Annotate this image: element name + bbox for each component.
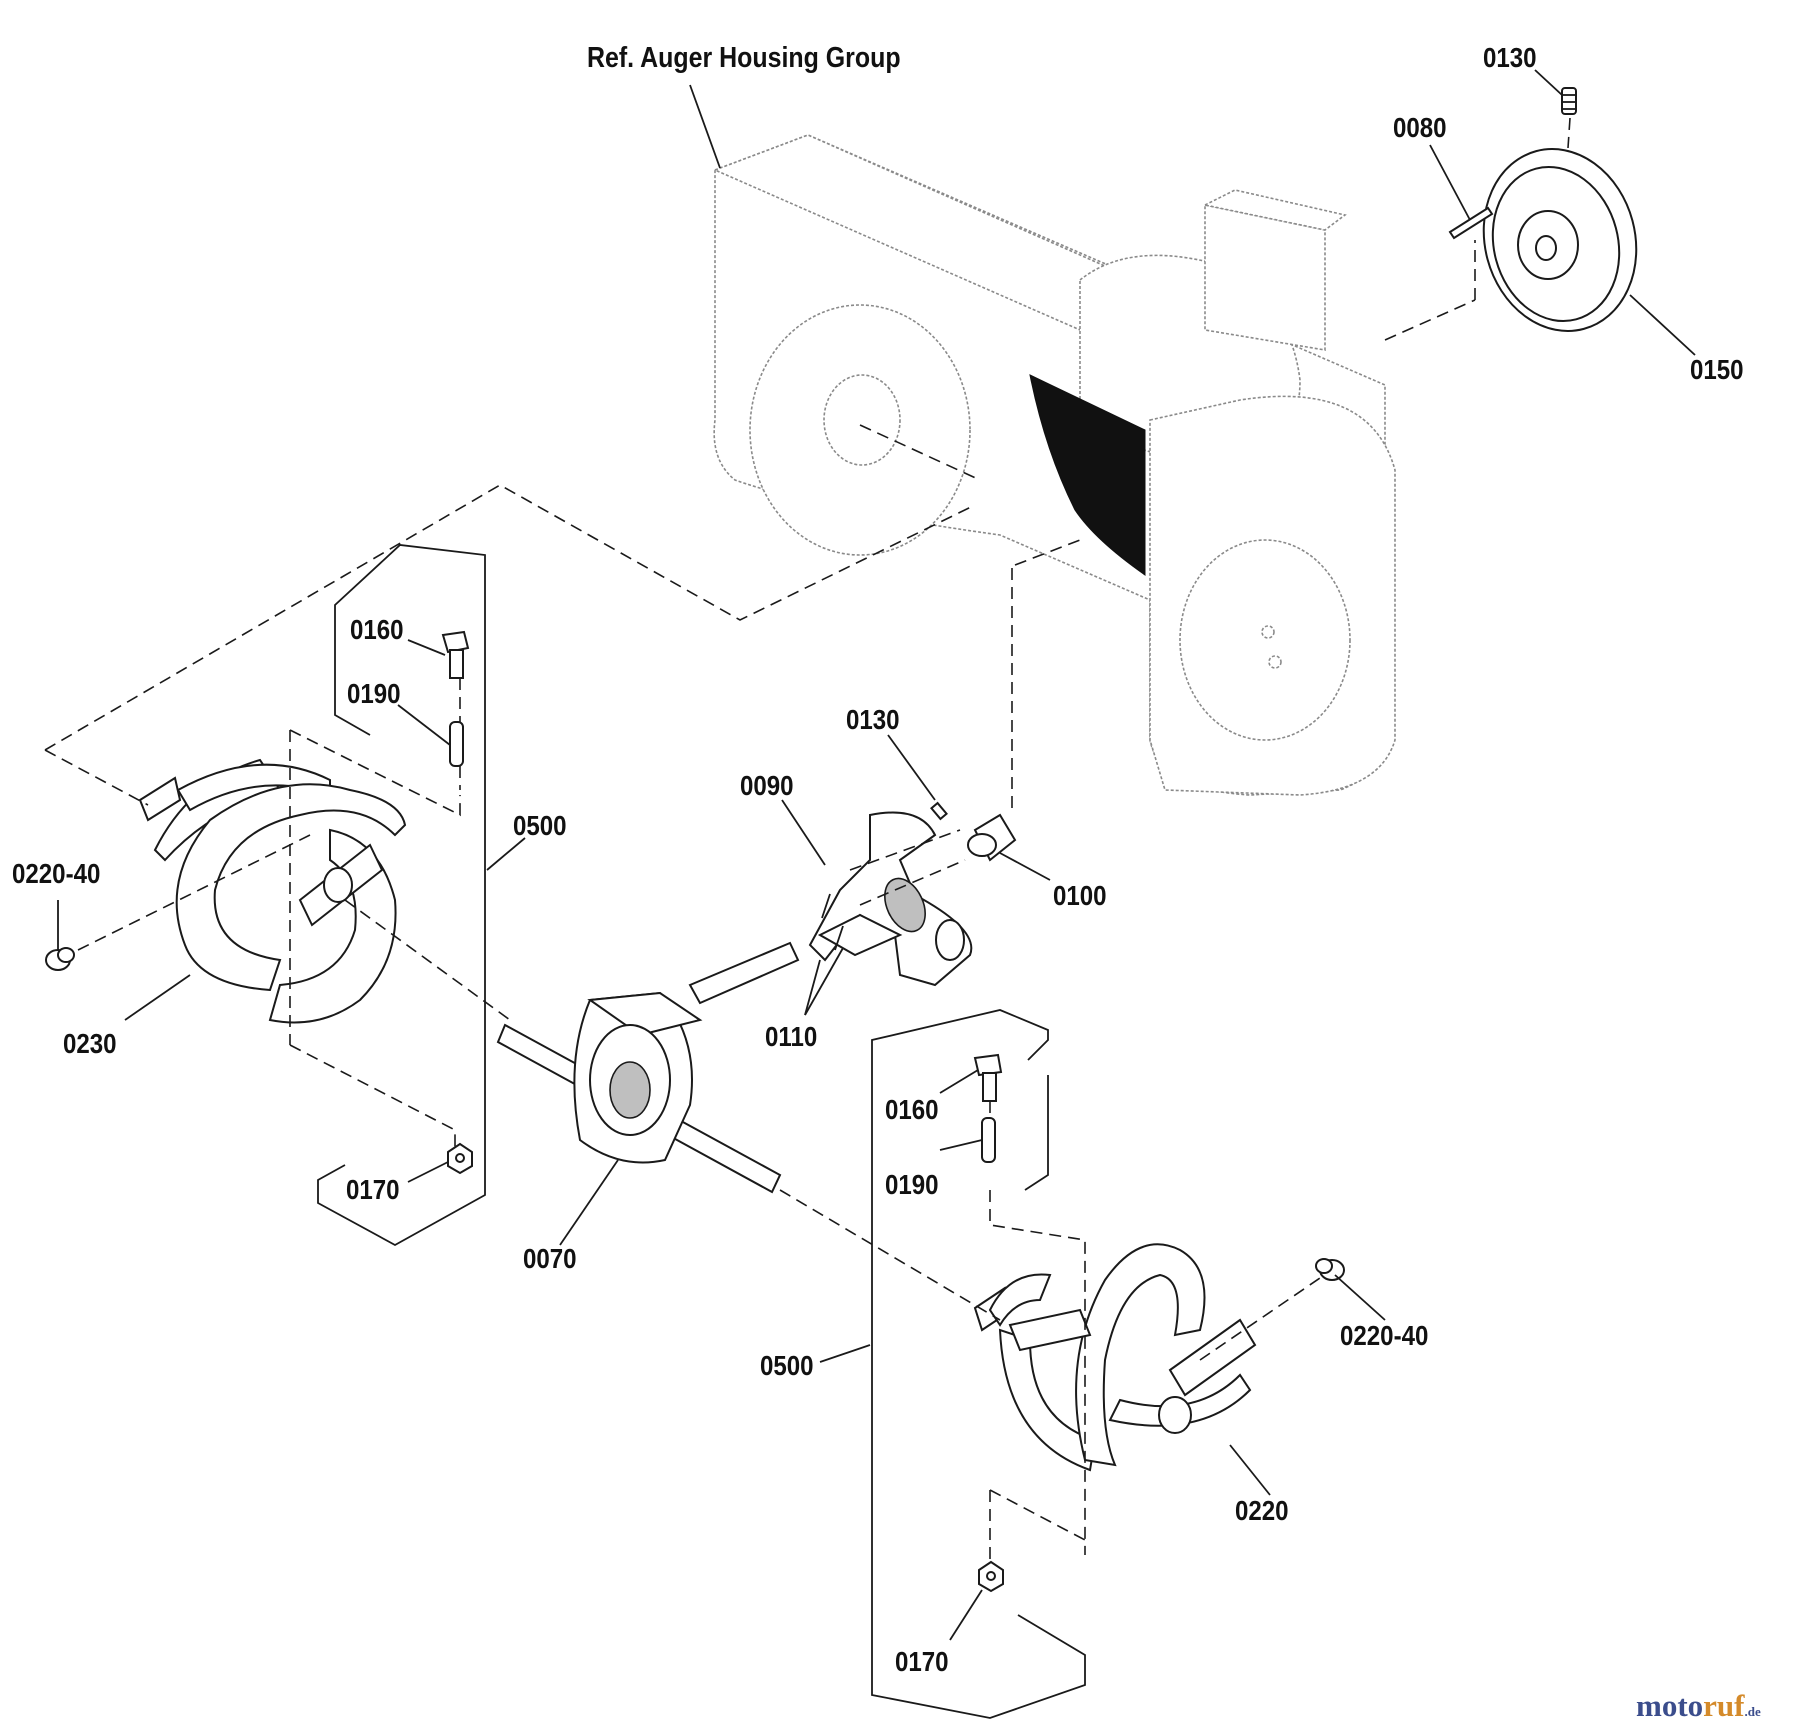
callout-0230: 0230 (63, 1028, 117, 1059)
set-screw-0130-mid (930, 801, 948, 821)
callout-0090: 0090 (740, 770, 794, 801)
callout-0110: 0110 (765, 1021, 818, 1052)
callout-0070: 0070 (523, 1243, 577, 1274)
grease-fitting-0220-40-right (1315, 1258, 1345, 1281)
auger-right-0220 (973, 1243, 1257, 1472)
key-0080 (1448, 206, 1494, 240)
callout-0500-right: 0500 (760, 1350, 814, 1381)
impeller-0090 (808, 811, 973, 987)
callout-0220-40-right: 0220-40 (1340, 1320, 1429, 1351)
callout-0190-left: 0190 (347, 678, 401, 709)
bracket-0500-right (871, 1009, 1086, 1719)
pulley-0150 (1482, 148, 1638, 332)
callout-0220: 0220 (1235, 1495, 1289, 1526)
callout-0160-right: 0160 (885, 1094, 939, 1125)
auger-housing (712, 134, 1396, 796)
nut-0170-left (447, 1142, 473, 1175)
callout-0170-right: 0170 (895, 1646, 949, 1677)
callout-ref-auger-housing: Ref. Auger Housing Group (587, 42, 901, 74)
gearbox-0070 (496, 941, 800, 1194)
spacer-0190-right (981, 1117, 996, 1163)
callout-0150: 0150 (1690, 354, 1744, 385)
grease-fitting-0220-40-left (45, 947, 75, 971)
callout-0170-left: 0170 (346, 1174, 400, 1205)
auger-left-0230 (138, 758, 407, 1024)
nut-0170-right (978, 1560, 1004, 1593)
callout-0500-left: 0500 (513, 810, 567, 841)
watermark-logo: motoruf.de (1636, 1688, 1761, 1723)
callout-0190-right: 0190 (885, 1169, 939, 1200)
callout-0130-mid: 0130 (846, 704, 900, 735)
set-screw-0130-top (1561, 87, 1577, 115)
spacer-0190-left (449, 721, 464, 767)
assembly-lines (44, 117, 1571, 1560)
callout-0130-top: 0130 (1483, 42, 1537, 73)
callout-0080: 0080 (1393, 112, 1447, 143)
bracket-0500-left (317, 544, 486, 1247)
bolt-0160-right (973, 1053, 1003, 1102)
callout-0220-40-left: 0220-40 (12, 858, 101, 889)
callout-0100: 0100 (1053, 880, 1107, 911)
bolts-0110 (821, 893, 844, 951)
callout-0160-left: 0160 (350, 614, 404, 645)
bearing-0100 (967, 813, 1017, 862)
bolt-0160-left (441, 630, 470, 679)
leader-lines (57, 69, 1696, 1641)
